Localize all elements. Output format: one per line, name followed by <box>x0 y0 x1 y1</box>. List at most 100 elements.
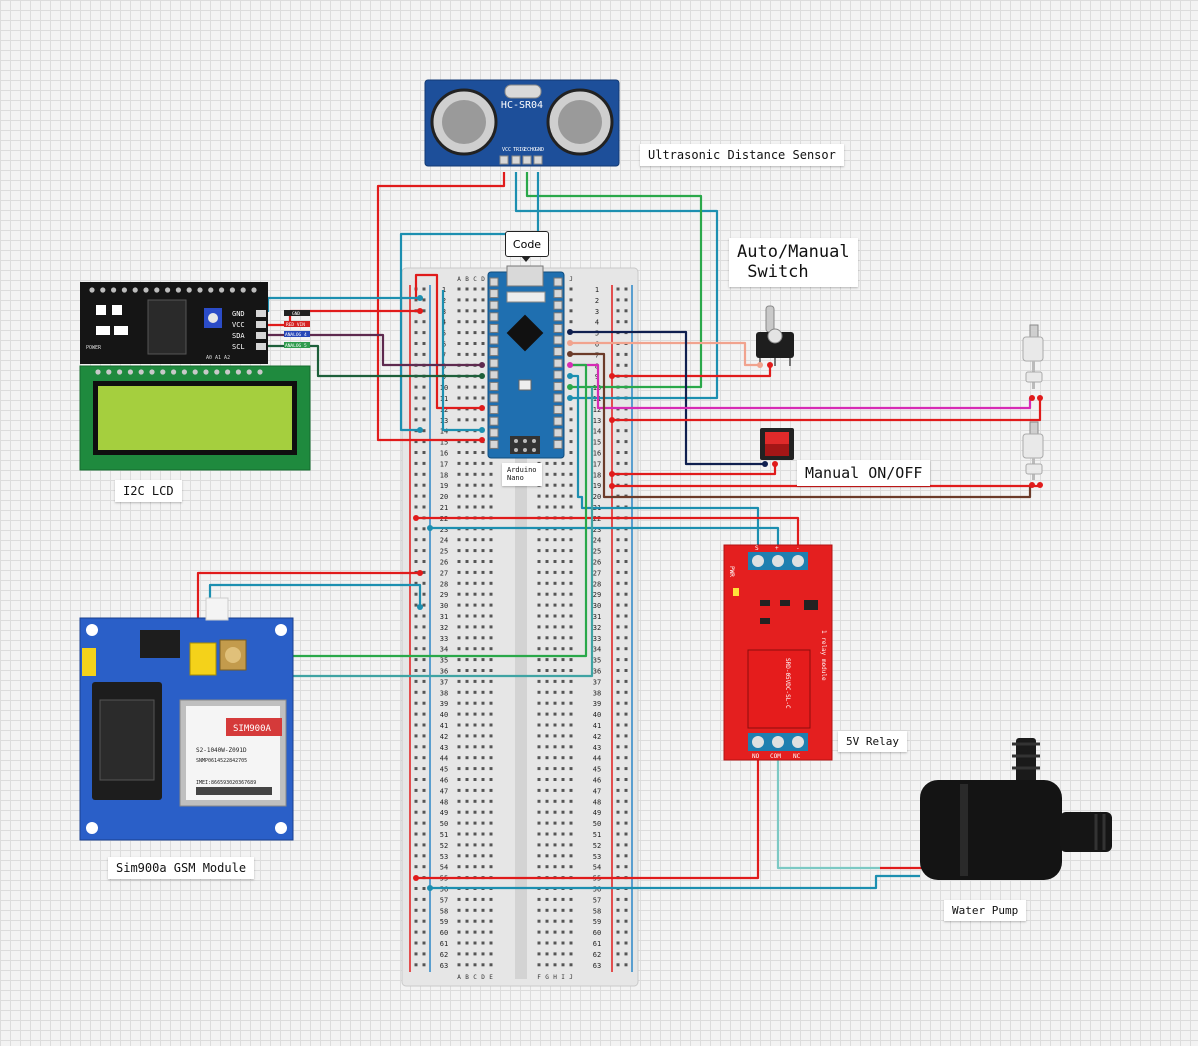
rail-hole[interactable] <box>422 832 426 836</box>
rail-hole[interactable] <box>616 854 620 858</box>
breadboard-hole[interactable] <box>473 396 477 400</box>
breadboard-hole[interactable] <box>569 440 573 444</box>
rail-hole[interactable] <box>422 908 426 912</box>
rail-hole[interactable] <box>422 549 426 553</box>
rail-hole[interactable] <box>422 712 426 716</box>
breadboard-hole[interactable] <box>465 788 469 792</box>
breadboard-hole[interactable] <box>473 352 477 356</box>
breadboard-hole[interactable] <box>545 952 549 956</box>
rail-hole[interactable] <box>414 461 418 465</box>
breadboard-hole[interactable] <box>569 756 573 760</box>
hcsr04-pins[interactable] <box>499 155 543 165</box>
breadboard-hole[interactable] <box>569 767 573 771</box>
breadboard-hole[interactable] <box>457 538 461 542</box>
rail-hole[interactable] <box>422 494 426 498</box>
rail-hole[interactable] <box>624 636 628 640</box>
breadboard-hole[interactable] <box>457 352 461 356</box>
breadboard-hole[interactable] <box>553 788 557 792</box>
breadboard-hole[interactable] <box>465 930 469 934</box>
breadboard-hole[interactable] <box>569 669 573 672</box>
breadboard-hole[interactable] <box>553 625 557 629</box>
relay-top-terminals[interactable] <box>748 552 808 570</box>
nano-pin[interactable] <box>553 393 563 403</box>
breadboard-hole[interactable] <box>465 810 469 814</box>
breadboard-hole[interactable] <box>465 581 469 585</box>
breadboard-hole[interactable] <box>545 560 549 563</box>
rail-hole[interactable] <box>422 440 426 444</box>
breadboard-hole[interactable] <box>545 778 549 781</box>
rail-hole[interactable] <box>616 919 620 923</box>
breadboard-hole[interactable] <box>537 581 541 585</box>
breadboard-hole[interactable] <box>537 690 541 694</box>
float-sensor-2[interactable] <box>1022 421 1044 488</box>
breadboard-hole[interactable] <box>569 690 573 694</box>
breadboard-hole[interactable] <box>553 799 557 803</box>
breadboard-hole[interactable] <box>465 679 469 683</box>
breadboard-hole[interactable] <box>545 799 549 803</box>
nano-pin[interactable] <box>489 312 499 322</box>
breadboard-hole[interactable] <box>537 614 541 618</box>
breadboard-hole[interactable] <box>489 603 493 607</box>
rail-hole[interactable] <box>624 865 628 869</box>
breadboard-hole[interactable] <box>473 505 477 509</box>
breadboard-hole[interactable] <box>545 821 549 825</box>
breadboard-hole[interactable] <box>473 342 477 345</box>
rail-hole[interactable] <box>422 527 426 531</box>
rail-hole[interactable] <box>624 745 628 749</box>
breadboard-hole[interactable] <box>481 941 485 945</box>
breadboard-hole[interactable] <box>473 309 477 313</box>
nano-pin[interactable] <box>553 277 563 287</box>
breadboard-hole[interactable] <box>457 570 461 574</box>
breadboard-hole[interactable] <box>489 494 493 498</box>
breadboard-hole[interactable] <box>553 865 557 869</box>
breadboard-hole[interactable] <box>537 941 541 945</box>
breadboard-hole[interactable] <box>457 734 461 738</box>
breadboard-hole[interactable] <box>473 679 477 683</box>
breadboard-hole[interactable] <box>457 440 461 444</box>
breadboard-hole[interactable] <box>489 690 493 694</box>
rail-hole[interactable] <box>422 451 426 454</box>
breadboard-hole[interactable] <box>465 483 469 487</box>
breadboard-hole[interactable] <box>553 897 557 901</box>
breadboard-hole[interactable] <box>553 690 557 694</box>
breadboard-hole[interactable] <box>457 843 461 847</box>
rail-hole[interactable] <box>422 570 426 574</box>
breadboard-hole[interactable] <box>561 919 565 923</box>
breadboard-hole[interactable] <box>473 592 477 596</box>
breadboard-hole[interactable] <box>473 298 477 302</box>
rail-hole[interactable] <box>414 832 418 836</box>
breadboard-hole[interactable] <box>553 603 557 607</box>
breadboard-hole[interactable] <box>473 767 477 771</box>
breadboard-hole[interactable] <box>489 712 493 716</box>
breadboard-hole[interactable] <box>473 908 477 912</box>
breadboard-hole[interactable] <box>465 461 469 465</box>
rail-hole[interactable] <box>624 908 628 912</box>
breadboard-hole[interactable] <box>465 352 469 356</box>
breadboard-hole[interactable] <box>457 614 461 618</box>
breadboard-hole[interactable] <box>561 647 565 651</box>
breadboard-hole[interactable] <box>457 897 461 901</box>
rail-hole[interactable] <box>414 701 418 705</box>
breadboard-hole[interactable] <box>561 756 565 760</box>
rail-hole[interactable] <box>422 701 426 705</box>
breadboard-hole[interactable] <box>561 767 565 771</box>
breadboard-hole[interactable] <box>457 298 461 302</box>
rail-hole[interactable] <box>414 549 418 553</box>
rail-hole[interactable] <box>414 821 418 825</box>
breadboard-hole[interactable] <box>465 865 469 869</box>
breadboard-hole[interactable] <box>537 854 541 858</box>
breadboard-hole[interactable] <box>553 810 557 814</box>
breadboard-hole[interactable] <box>545 941 549 945</box>
breadboard-hole[interactable] <box>457 560 461 563</box>
breadboard-hole[interactable] <box>465 897 469 901</box>
breadboard-hole[interactable] <box>537 756 541 760</box>
breadboard-hole[interactable] <box>569 287 573 291</box>
breadboard-hole[interactable] <box>489 538 493 542</box>
rail-hole[interactable] <box>422 690 426 694</box>
breadboard-hole[interactable] <box>481 865 485 869</box>
rail-hole[interactable] <box>616 832 620 836</box>
breadboard-hole[interactable] <box>569 472 573 476</box>
rail-hole[interactable] <box>616 701 620 705</box>
rail-hole[interactable] <box>624 647 628 651</box>
breadboard-hole[interactable] <box>561 843 565 847</box>
